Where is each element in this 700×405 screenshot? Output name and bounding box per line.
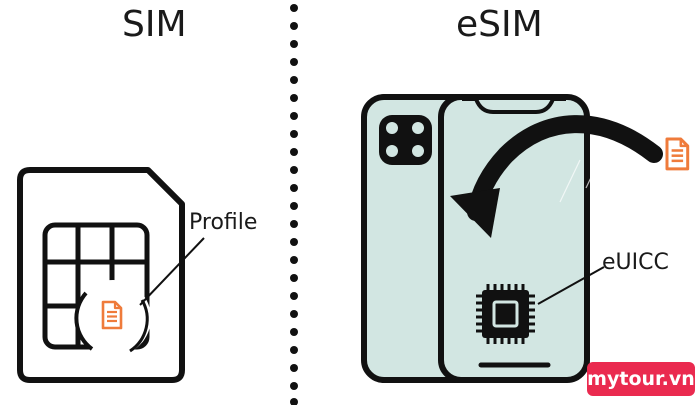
chip-icon (476, 284, 535, 344)
profile-leader-line (139, 237, 205, 306)
profile-label: Profile (189, 210, 258, 235)
esim-title: eSIM (456, 4, 543, 45)
curved-arrow-icon (450, 115, 663, 238)
dotted-divider (290, 4, 298, 405)
document-icon (101, 300, 123, 330)
sim-title: SIM (122, 4, 187, 45)
euicc-label: eUICC (602, 250, 669, 275)
esim-document-icon (665, 137, 690, 171)
watermark-logo: mytour.vn (587, 362, 695, 396)
euicc-leader-line (537, 266, 605, 305)
sim-card-icon (17, 167, 185, 383)
